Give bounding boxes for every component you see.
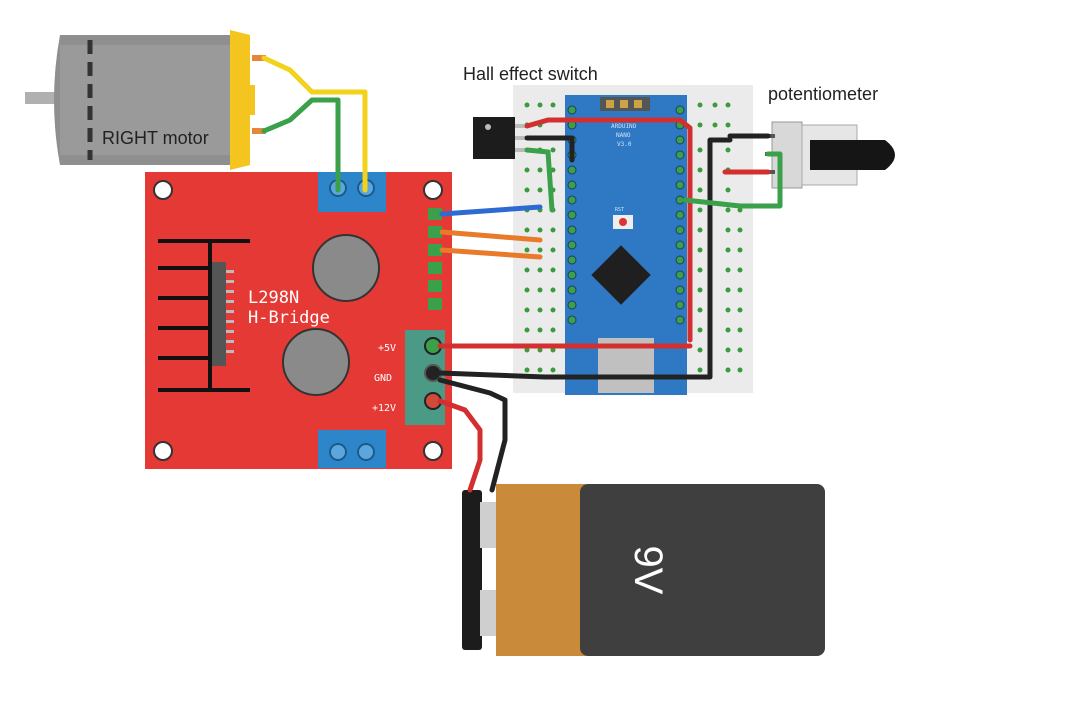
wire-motor-green [261,97,341,193]
motor-terminal-bottom [318,430,386,468]
battery-cap [462,490,482,650]
wire-hall-green [524,147,555,213]
nano-model: NANO [616,132,631,139]
battery-terminal-icon [480,502,496,548]
hall-switch-label: Hall effect switch [463,64,598,84]
arduino-nano: ARDUINO NANO V3.0 RST [565,95,687,395]
driver-model-label: L298N [248,288,299,308]
l298n-board: L298N H-Bridge +5V GND +12V [145,172,452,469]
mount-hole-icon [423,180,443,200]
nano-version: V3.0 [617,141,632,148]
wire-control-orange-2 [439,247,543,260]
battery-body [580,484,825,656]
wire-pot-green [682,151,783,209]
motor-endcap [230,30,250,170]
nano-brand: ARDUINO [611,123,637,130]
driver-chip [212,262,226,366]
mcu-chip [591,245,651,305]
breadboard-holes [524,102,743,373]
pot-knob-icon [810,140,895,170]
wire-hall-black [524,135,575,163]
motor-label: RIGHT motor [102,128,209,148]
pin-gnd-label: GND [374,373,392,384]
nano-rst-label: RST [615,207,624,213]
heatsink-icon [158,239,250,392]
battery-label-band [496,484,586,656]
mount-hole-icon [153,441,173,461]
wire-battery-black [437,377,508,493]
wires [261,55,783,493]
driver-type-label: H-Bridge [248,308,330,328]
battery-label: 9V [626,546,670,595]
control-header [428,208,442,310]
mount-hole-icon [153,180,173,200]
capacitor-icon [312,234,380,302]
right-motor: RIGHT motor [25,30,266,170]
hall-sensor [473,117,527,159]
hall-sensor-body [473,117,515,159]
nano-pins [567,105,685,325]
potentiometer [765,121,895,189]
capacitor-icon [282,328,350,396]
battery-terminal-icon [480,590,496,636]
pin-5v-label: +5V [378,343,396,354]
wire-control-blue [439,204,543,217]
potentiometer-label: potentiometer [768,84,878,104]
battery-9v: 9V [462,484,825,656]
wire-control-orange-1 [439,229,543,243]
wire-battery-red [437,398,483,493]
pin-12v-label: +12V [372,403,396,414]
mount-hole-icon [423,441,443,461]
wire-motor-yellow [261,55,368,193]
wire-gnd-black [437,137,733,380]
motor-terminal-top [318,172,386,212]
board-pcb [145,172,452,469]
